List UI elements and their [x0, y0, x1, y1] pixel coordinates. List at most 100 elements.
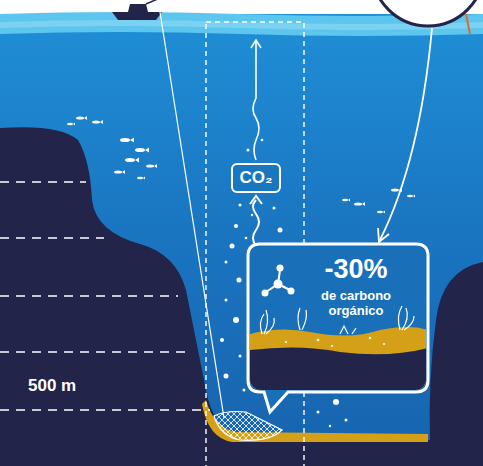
- illustration-path: [253, 200, 259, 246]
- illustration-ellipse: [76, 116, 84, 119]
- illustration-circle: [220, 338, 224, 342]
- illustration-g: [266, 270, 290, 292]
- illustration-circle: [237, 278, 242, 283]
- illustration-circle: [224, 374, 229, 379]
- illustration-circle: [278, 228, 283, 233]
- illustration-path: [466, 14, 470, 34]
- illustration-ellipse: [377, 211, 383, 214]
- illustration-path: [143, 177, 145, 180]
- illustration-circle: [233, 317, 239, 323]
- illustration-circle: [261, 139, 264, 142]
- illustration-ellipse: [92, 120, 100, 123]
- illustration-circle: [372, 0, 483, 26]
- illustration-circle: [251, 214, 253, 216]
- illustration-g: [125, 158, 139, 163]
- illustration-path: [383, 211, 385, 214]
- illustration-path: [260, 310, 274, 334]
- illustration-ellipse: [67, 123, 73, 126]
- illustration-path: [362, 202, 365, 206]
- illustration-circle: [383, 343, 385, 345]
- illustration-ellipse: [125, 158, 135, 162]
- illustration-ellipse: [137, 177, 143, 180]
- illustration-circle: [274, 280, 283, 289]
- illustration-circle: [317, 411, 320, 414]
- illustration-circle: [230, 244, 235, 249]
- illustration-circle: [225, 261, 228, 264]
- illustration-path: [145, 148, 149, 153]
- illustration-rect: [0, 14, 483, 466]
- illustration-g: [0, 182, 210, 410]
- illustration-circle: [317, 339, 320, 342]
- illustration-g: [76, 116, 87, 120]
- illustration-path: [0, 351, 192, 352]
- illustration-circle: [277, 265, 284, 272]
- illustration-circle: [331, 345, 333, 347]
- illustration-path: [248, 244, 428, 412]
- illustration-ellipse: [135, 148, 145, 152]
- illustration-path: [112, 12, 162, 20]
- co2-label: CO₂: [239, 168, 272, 188]
- illustration-circle: [243, 389, 246, 392]
- illustration-path: [214, 412, 282, 441]
- carbon-callout: -30%de carbono orgánico: [248, 244, 428, 392]
- illustration-g: [135, 148, 149, 153]
- illustration-g: [250, 306, 426, 390]
- illustration-circle: [285, 341, 287, 343]
- illustration-circle: [345, 419, 348, 422]
- illustration-circle: [225, 299, 228, 302]
- illustration-ellipse: [407, 195, 413, 198]
- illustration-path: [250, 327, 426, 390]
- illustration-g: [92, 120, 103, 124]
- illustration-g: [285, 337, 385, 347]
- illustration-circle: [273, 207, 276, 210]
- illustration-path: [0, 127, 483, 466]
- illustration-path: [0, 181, 86, 182]
- illustration-path: [128, 4, 148, 12]
- illustration-path: [84, 116, 87, 120]
- illustration-path: [0, 237, 104, 238]
- illustration-path: [154, 164, 157, 168]
- illustration-path: [100, 120, 103, 124]
- illustration-g: [262, 265, 295, 297]
- illustration-path: [202, 400, 428, 442]
- illustration-path: [73, 123, 75, 126]
- illustration-path: [122, 170, 125, 174]
- illustration-g: [146, 164, 157, 168]
- illustration-path: [380, 28, 432, 240]
- illustration-path: [398, 306, 414, 330]
- illustration-path: [413, 195, 415, 198]
- illustration-circle: [262, 290, 269, 297]
- illustration-path: [250, 347, 426, 390]
- illustration-g: [137, 177, 145, 180]
- percent-value: -30%: [296, 254, 416, 284]
- illustration-circle: [329, 425, 331, 427]
- illustration-g: [67, 116, 415, 214]
- illustration-circle: [245, 237, 248, 240]
- illustration-path: [340, 326, 356, 334]
- illustration-g: [67, 123, 75, 126]
- illustration-circle: [369, 337, 371, 339]
- illustration-circle: [333, 399, 339, 405]
- illustration-circle: [288, 288, 295, 295]
- illustration-ellipse: [146, 164, 154, 167]
- illustration-path: [0, 295, 178, 296]
- illustration-g: [114, 170, 125, 174]
- illustration-path: [250, 196, 262, 204]
- illustration-path: [251, 40, 261, 48]
- illustration-ellipse: [391, 188, 399, 191]
- illustration-g: [354, 202, 365, 206]
- illustration-g: [342, 199, 350, 202]
- illustration-rect: [0, 442, 483, 466]
- illustration-g: [407, 195, 415, 198]
- illustration-ellipse: [354, 202, 362, 205]
- illustration-path: [348, 199, 350, 202]
- illustration-path: [378, 228, 389, 242]
- illustration-circle: [239, 204, 242, 207]
- depth-label: 500 m: [28, 376, 76, 396]
- illustration-path: [253, 42, 259, 160]
- illustration-path: [130, 138, 134, 143]
- illustration-path: [266, 270, 290, 292]
- illustration-path: [146, 0, 160, 4]
